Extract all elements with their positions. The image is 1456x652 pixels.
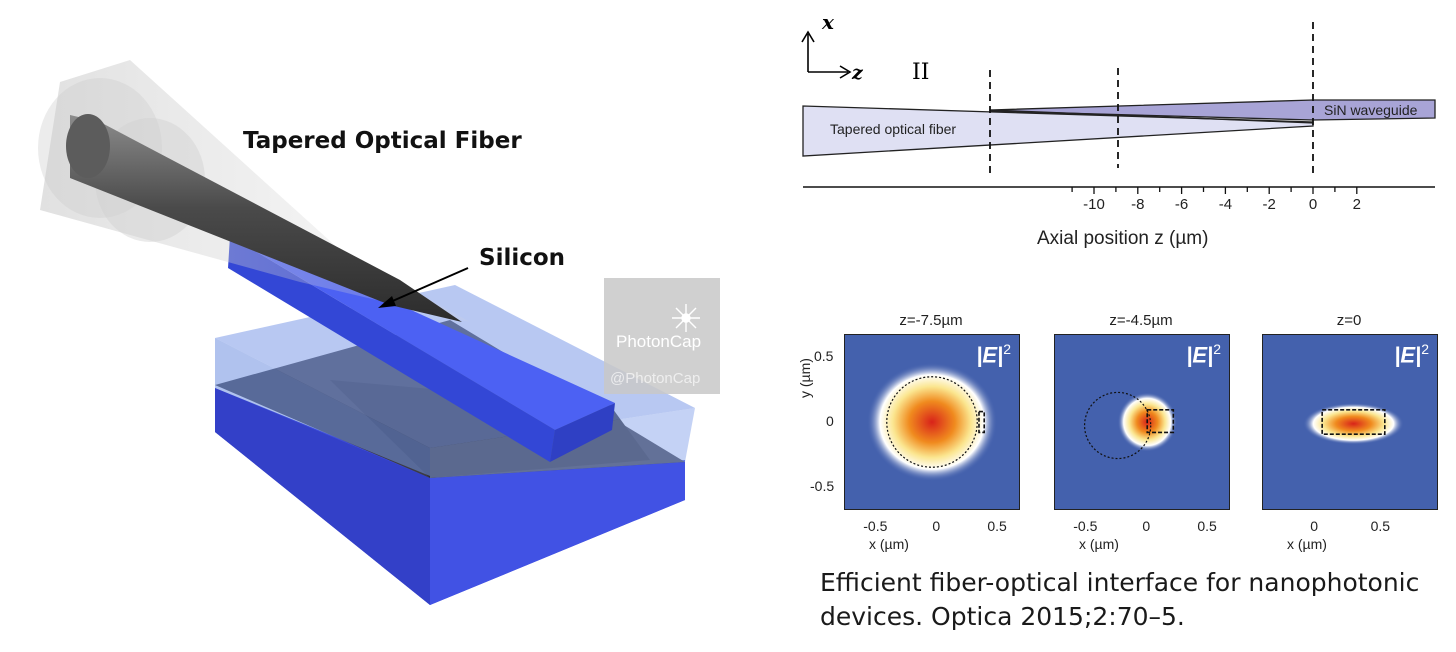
z-axis-ticks bbox=[1071, 187, 1358, 194]
field-panel-x-label: x (µm) bbox=[869, 536, 909, 552]
substrate-layer bbox=[215, 388, 685, 605]
field-panel-title: z=-7.5µm bbox=[899, 312, 963, 329]
region-label: II bbox=[912, 60, 930, 85]
z-tick-label: -4 bbox=[1218, 196, 1233, 213]
z-tick-label: 2 bbox=[1352, 196, 1361, 213]
field-panel-x-label: x (µm) bbox=[1287, 536, 1327, 552]
z-axis-arrow-label: z bbox=[852, 62, 863, 84]
x-axis-arrow-label: x bbox=[822, 10, 834, 34]
z-tick-label: -2 bbox=[1262, 196, 1276, 213]
field-panel-3: |E|2 bbox=[1262, 334, 1438, 510]
z-tick-label: -10 bbox=[1083, 196, 1105, 213]
waveguide-region-label: SiN waveguide bbox=[1324, 102, 1418, 118]
field-panel-x-label: x (µm) bbox=[1079, 536, 1119, 552]
z-axis-title: Axial position z (µm) bbox=[1037, 228, 1209, 249]
watermark-handle: @PhotonCap bbox=[610, 370, 701, 387]
side-view-diagram bbox=[801, 22, 1436, 194]
sparkle-icon bbox=[672, 304, 700, 332]
field-panel-x-tick: 0.5 bbox=[1197, 518, 1217, 534]
field-panel-x-tick: -0.5 bbox=[863, 518, 888, 534]
field-magnitude-label: |E|2 bbox=[1186, 341, 1221, 368]
field-magnitude-label: |E|2 bbox=[1394, 341, 1429, 368]
z-tick-label: 0 bbox=[1308, 196, 1318, 213]
tapered-fiber bbox=[38, 60, 470, 322]
silicon-arrow bbox=[378, 267, 469, 308]
field-panel-x-tick: 0 bbox=[1142, 518, 1151, 534]
z-tick-label: -6 bbox=[1174, 196, 1189, 213]
field-panel-2: |E|2 bbox=[1054, 334, 1230, 510]
coordinate-axes-icon bbox=[801, 30, 852, 79]
silicon-label: Silicon bbox=[479, 245, 566, 271]
watermark-box bbox=[604, 278, 720, 394]
caption-line-1: Efficient fiber-optical interface for na… bbox=[820, 568, 1420, 597]
field-panel-1: |E|2 bbox=[844, 334, 1020, 510]
z-tick-label: -8 bbox=[1131, 196, 1145, 213]
caption-line-2: devices. Optica 2015;2:70–5. bbox=[820, 602, 1185, 631]
field-panel-title: z=0 bbox=[1336, 312, 1362, 329]
watermark-name: PhotonCap bbox=[616, 332, 702, 351]
fiber-label: Tapered Optical Fiber bbox=[243, 128, 522, 154]
field-panel-x-tick: 0 bbox=[1310, 518, 1319, 534]
y-tick-top: 0.5 bbox=[814, 348, 834, 364]
field-panel-title: z=-4.5µm bbox=[1109, 312, 1173, 329]
field-panel-x-tick: 0.5 bbox=[1370, 518, 1391, 534]
device-3d-diagram bbox=[38, 60, 720, 605]
y-axis-title: y (µm) bbox=[797, 358, 813, 398]
field-panel-x-tick: 0 bbox=[932, 518, 941, 534]
y-tick-bottom: -0.5 bbox=[810, 478, 835, 494]
field-panel-x-tick: 0.5 bbox=[987, 518, 1007, 534]
y-tick-mid: 0 bbox=[826, 413, 834, 429]
fiber-region-label: Tapered optical fiber bbox=[830, 121, 957, 137]
field-panel-x-tick: -0.5 bbox=[1073, 518, 1098, 534]
field-magnitude-label: |E|2 bbox=[976, 341, 1011, 368]
